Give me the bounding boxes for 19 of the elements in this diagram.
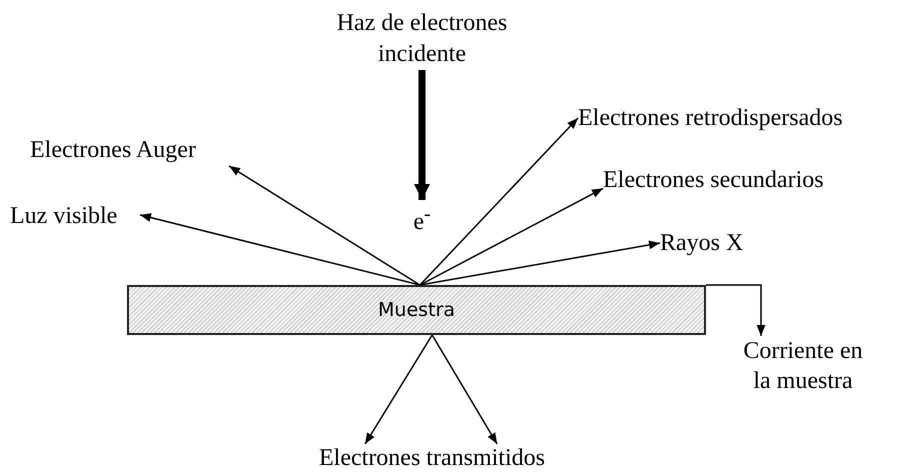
signal-label: Rayos X — [660, 229, 760, 257]
signal-label: Electrones transmitidos — [282, 444, 582, 472]
signal-label: Luz visible — [10, 202, 140, 230]
signal-label: Electrones Auger — [30, 136, 240, 166]
arrow — [140, 213, 420, 286]
arrow — [706, 284, 766, 336]
sample-label: Muestra — [378, 299, 455, 321]
signal-label: Haz de electrones incidente — [327, 8, 517, 70]
sample-block — [127, 285, 706, 335]
arrow — [432, 334, 498, 444]
arrow — [228, 165, 420, 286]
signal-label: Corriente en la muestra — [733, 336, 873, 396]
arrow — [419, 117, 579, 286]
signal-label: Electrones retrodispersados — [578, 104, 900, 132]
arrow — [414, 70, 430, 200]
signal-label: Electrones secundarios — [603, 166, 893, 194]
arrow — [420, 240, 660, 286]
arrow — [364, 334, 433, 444]
arrow — [420, 188, 604, 286]
